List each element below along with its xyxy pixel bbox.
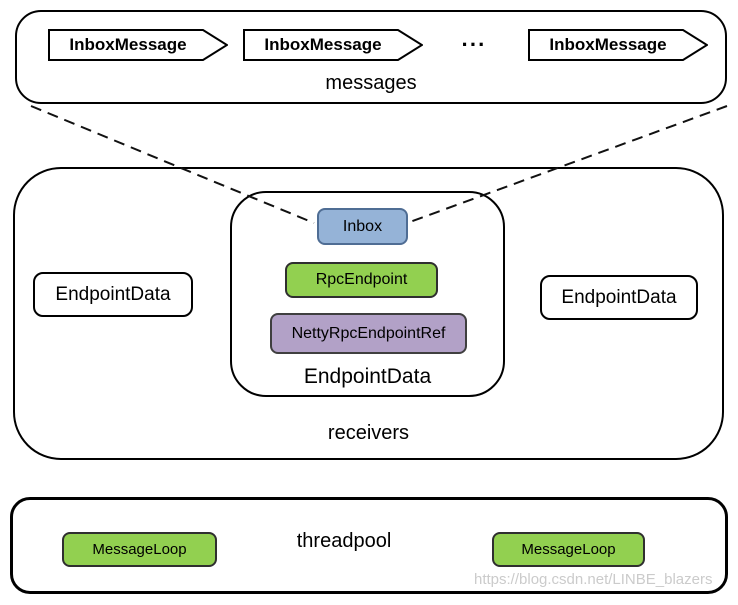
receivers-container: EndpointData EndpointData Inbox RpcEndpo… [13, 167, 724, 460]
rpc-endpoint-label: RpcEndpoint [315, 271, 408, 288]
netty-rpc-endpoint-ref-label: NettyRpcEndpointRef [291, 324, 446, 342]
endpoint-data-label: EndpointData [561, 286, 677, 308]
chevron-arrow-shape [243, 29, 423, 61]
rpc-endpoint-box: RpcEndpoint [285, 262, 438, 298]
message-loop-label: MessageLoop [92, 541, 187, 558]
netty-rpc-endpoint-ref-box: NettyRpcEndpointRef [270, 313, 467, 354]
endpoint-data-label: EndpointData [55, 283, 171, 305]
inbox-message-label: InboxMessage [549, 35, 667, 54]
inbox-label: Inbox [342, 217, 383, 235]
chevron-arrow-shape [48, 29, 228, 61]
inbox-message-label: InboxMessage [69, 35, 187, 54]
message-loop-box: MessageLoop [62, 532, 217, 567]
ellipsis-dots: ··· [461, 32, 487, 57]
endpoint-data-box-right: EndpointData [540, 275, 698, 320]
watermark: https://blog.csdn.net/LINBE_blazers [474, 571, 713, 588]
threadpool-container: MessageLoop threadpool MessageLoop https… [10, 497, 728, 594]
inbox-message-chevron: InboxMessage [48, 29, 228, 61]
inbox-message-chevron: InboxMessage [528, 29, 708, 61]
endpoint-data-group-label: EndpointData [303, 365, 432, 388]
messages-label: messages [325, 72, 417, 94]
inbox-message-chevron: InboxMessage [243, 29, 423, 61]
receivers-label: receivers [327, 422, 410, 444]
endpoint-data-box-left: EndpointData [33, 272, 193, 317]
inbox-message-label: InboxMessage [264, 35, 382, 54]
threadpool-label: threadpool [296, 530, 392, 552]
message-loop-box: MessageLoop [492, 532, 645, 567]
messages-container: InboxMessage InboxMessage ··· InboxMessa… [15, 10, 727, 104]
inbox-box: Inbox [317, 208, 408, 245]
chevron-arrow-shape [528, 29, 708, 61]
endpoint-data-group: Inbox RpcEndpoint NettyRpcEndpointRef En… [230, 191, 505, 397]
message-loop-label: MessageLoop [521, 541, 616, 558]
